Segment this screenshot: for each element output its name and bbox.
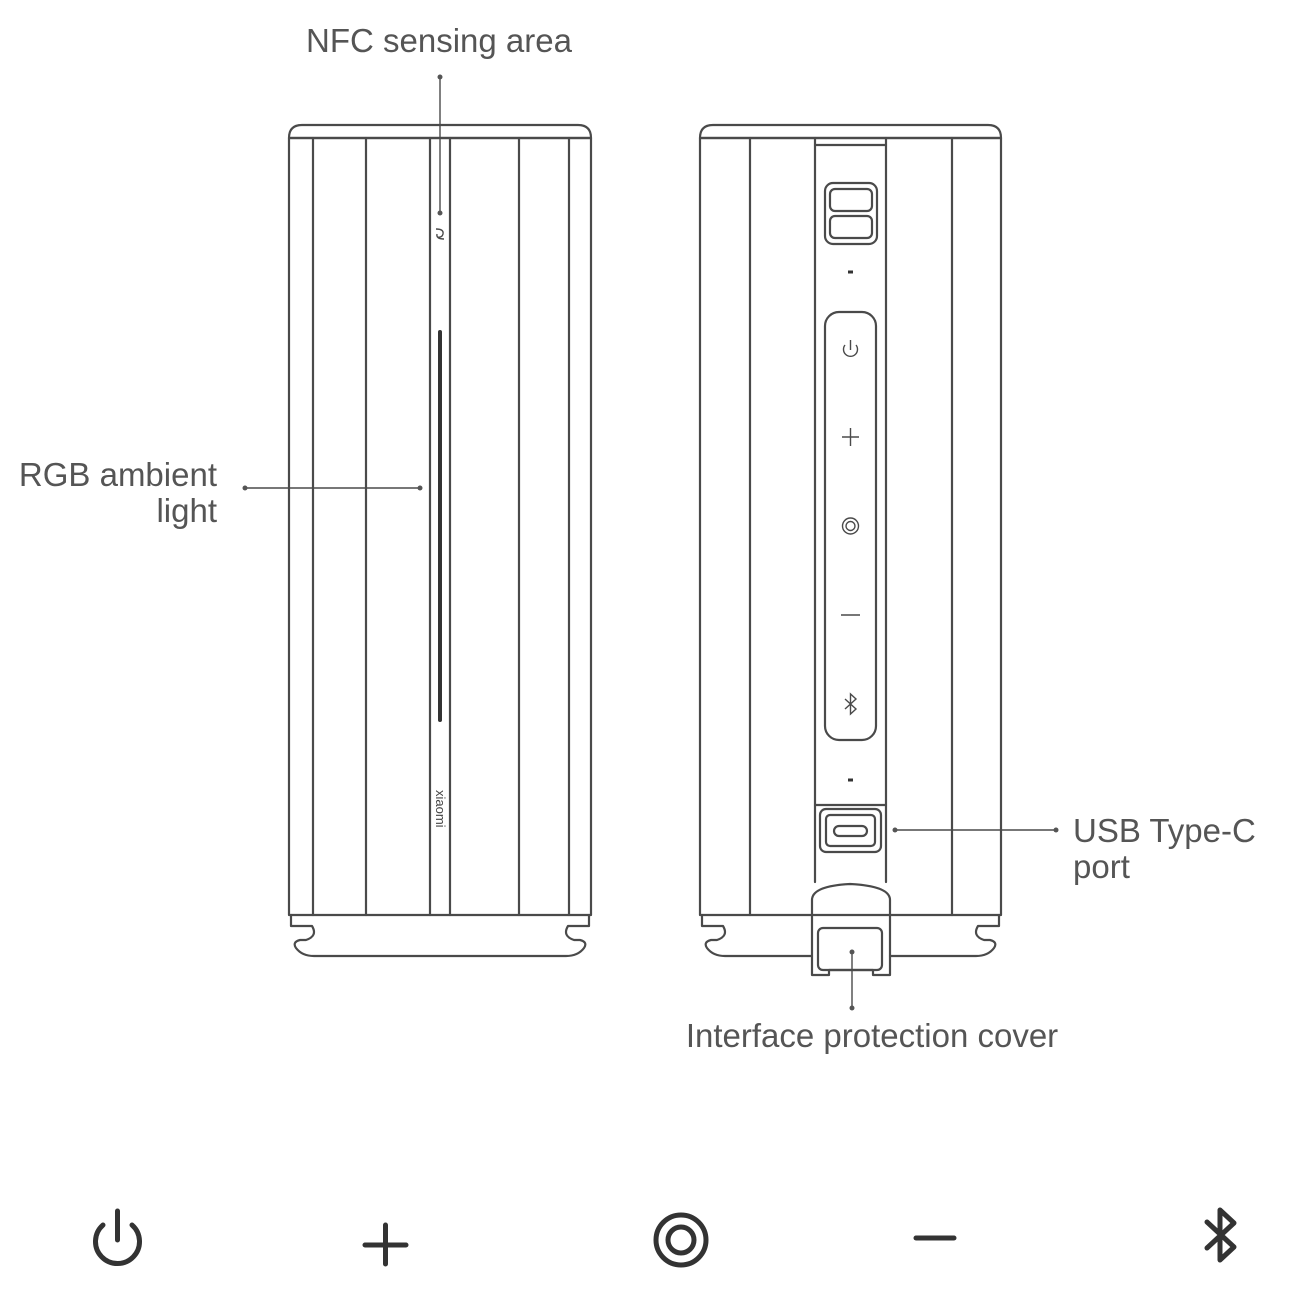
speaker-body (698, 136, 1003, 917)
callout-dot (1053, 827, 1059, 833)
plus-icon (362, 1222, 409, 1267)
interface-protection-cover (810, 882, 892, 977)
body-ribs (311, 136, 571, 917)
usb-type-c-port (818, 807, 883, 854)
speaker-front-view: xiaomi NFC sensing area RGB ambient ligh… (19, 22, 593, 958)
plus-icon (842, 428, 859, 446)
callout-dot (242, 485, 248, 491)
nfc-icon (435, 228, 445, 240)
callout-dot (892, 827, 898, 833)
button-icon-legend (93, 1207, 1237, 1268)
brand-logo: xiaomi (433, 790, 448, 828)
strap-loop (823, 181, 879, 246)
speaker-back-view: USB Type-C port Interface protection cov… (686, 123, 1256, 1054)
power-icon (842, 344, 859, 357)
callout-dot (437, 210, 443, 216)
bluetooth-button[interactable] (844, 692, 858, 716)
cover-label: Interface protection cover (686, 1017, 1058, 1054)
play-pause-icon (653, 1212, 709, 1268)
power-button[interactable] (842, 340, 859, 357)
callout-dot (437, 74, 443, 80)
bluetooth-icon (844, 692, 858, 716)
speaker-base (289, 913, 591, 958)
usb-label-line2: port (1073, 848, 1130, 885)
top-cap (698, 123, 1003, 140)
power-icon (93, 1208, 142, 1267)
volume-up-button[interactable] (842, 428, 859, 446)
nfc-label: NFC sensing area (306, 22, 573, 59)
control-panel (823, 310, 878, 742)
body-ribs (748, 136, 954, 917)
callout-dot (417, 485, 423, 491)
usb-label-line1: USB Type-C (1073, 812, 1256, 849)
bluetooth-icon (1204, 1207, 1237, 1263)
play-pause-button[interactable] (841, 517, 860, 535)
rgb-label-line1: RGB ambient (19, 456, 217, 493)
callout-dot (849, 949, 855, 955)
top-cap (287, 123, 593, 140)
play-pause-icon (841, 517, 860, 535)
callout-dot (849, 1005, 855, 1011)
rgb-label-line2: light (156, 492, 217, 529)
speaker-base (700, 913, 1001, 958)
